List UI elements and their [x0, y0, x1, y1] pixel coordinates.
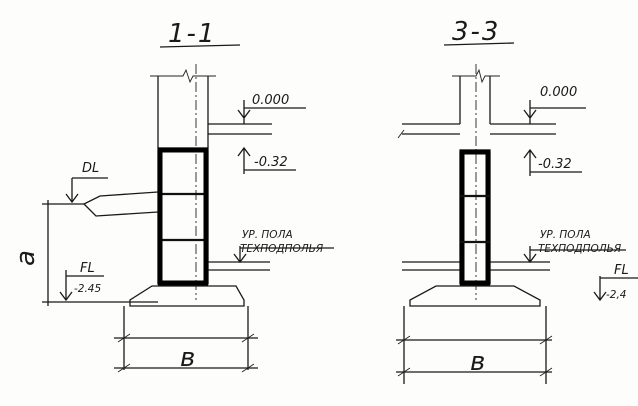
floor-label-1a: УР. ПОЛА	[242, 229, 293, 241]
width-mark-3: в	[470, 347, 485, 377]
section-1-1-title-underline	[159, 44, 241, 48]
fl-level-3: -2,4	[606, 289, 627, 301]
section-3-3: 3-3 в 0.000 -0.32 УР. ПОЛА	[396, 17, 638, 384]
floor-label-3b: ТЕХПОДПОЛЬЯ	[538, 243, 622, 255]
fl-label-1: FL	[80, 261, 95, 276]
block-wall-1	[157, 147, 209, 285]
section-1-1: 1-1 в 0.000 -0.32 DL	[11, 19, 334, 373]
a-mark: a	[11, 250, 41, 266]
fl-marker-1	[59, 270, 104, 302]
width-dimension-lines-1	[114, 337, 258, 369]
upper-wall-1	[157, 76, 209, 148]
level-marker-032-1	[237, 146, 296, 174]
basement-level-marker-3	[523, 246, 626, 264]
level-0000-label-1: 0.000	[252, 93, 289, 108]
fl-level-1: -2.45	[74, 283, 101, 295]
footing-extension-lines-3	[403, 306, 547, 384]
basement-level-marker-1	[233, 246, 334, 264]
floor-label-3a: УР. ПОЛА	[540, 229, 591, 241]
footing-3	[409, 285, 541, 307]
dl-label: DL	[82, 161, 99, 176]
a-dimension	[42, 200, 158, 306]
level-032-label-3: -0.32	[538, 157, 572, 172]
section-3-3-title-underline	[443, 42, 515, 46]
upper-wall-3	[459, 76, 491, 124]
level-marker-032-3	[523, 148, 582, 176]
width-dimension-lines-3	[396, 339, 552, 373]
level-032-label-1: -0.32	[254, 155, 288, 170]
level-marker-0000-1	[237, 100, 306, 124]
section-3-3-title: 3-3	[452, 17, 500, 47]
fl-label-3: FL	[614, 263, 629, 278]
footing-1	[129, 285, 245, 307]
floor-slab-1	[208, 123, 272, 135]
section-1-1-title: 1-1	[168, 19, 216, 49]
ground-ledge-1	[83, 191, 159, 217]
basement-floor-3	[402, 261, 550, 271]
basement-floor-1	[208, 261, 270, 271]
floor-label-1b: ТЕХПОДПОЛЬЯ	[240, 243, 324, 255]
dl-marker	[65, 177, 108, 204]
fl-marker-3	[593, 276, 638, 302]
level-marker-0000-3	[523, 100, 586, 124]
wall-break-line-1	[150, 68, 216, 84]
width-mark-1: в	[180, 343, 195, 373]
level-0000-label-3: 0.000	[540, 85, 577, 100]
wall-break-line-3	[452, 68, 500, 84]
floor-slabs-3	[402, 123, 556, 135]
